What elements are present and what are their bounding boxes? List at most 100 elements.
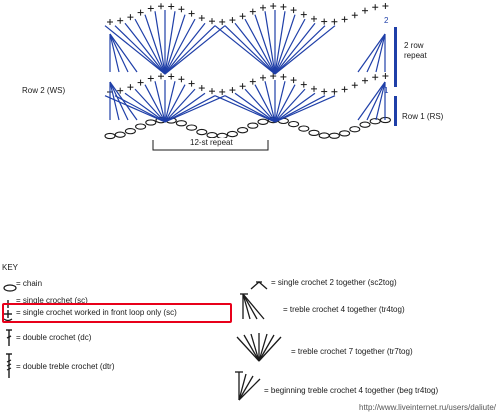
key-item-label: = double treble crochet (dtr) xyxy=(16,362,115,371)
treble-stitch xyxy=(254,84,276,123)
cluster-stitch xyxy=(366,33,386,73)
treble-stitch xyxy=(134,88,166,123)
chain-stitch xyxy=(124,128,136,135)
chain-stitch xyxy=(318,132,330,139)
cluster-stitch xyxy=(366,81,386,121)
cluster-stitch xyxy=(109,81,120,121)
cluster-stitch xyxy=(375,33,386,73)
beg-tr4tog-icon xyxy=(235,370,263,407)
chart-stitches xyxy=(104,3,391,140)
chain-stitch xyxy=(175,120,187,127)
chain-stitch xyxy=(196,128,208,136)
treble-stitch xyxy=(274,25,326,75)
underlined-plus-icon xyxy=(3,308,13,326)
key-item-label: = beginning treble crochet 4 together (b… xyxy=(264,386,439,395)
chain-stitch xyxy=(257,118,269,125)
row1-bar xyxy=(394,96,397,126)
key-item-label: = single crochet 2 together (sc2tog) xyxy=(271,278,397,287)
treble-stitch xyxy=(274,22,316,75)
treble-stitch xyxy=(124,22,166,75)
treble-stitch xyxy=(214,95,276,123)
treble-stitch xyxy=(124,92,166,123)
cluster-stitch xyxy=(357,81,386,121)
cluster-stitch xyxy=(109,33,120,73)
treble-stitch xyxy=(164,95,216,123)
treble-stitch xyxy=(264,11,276,75)
tr7tog-icon xyxy=(235,331,283,368)
chain-stitch xyxy=(104,132,116,140)
chain-stitch xyxy=(359,121,371,128)
treble-stitch xyxy=(144,84,166,123)
treble-stitch xyxy=(234,22,276,75)
treble-stitch xyxy=(164,18,196,75)
treble-stitch xyxy=(154,81,166,123)
treble-stitch xyxy=(114,25,166,75)
treble-stitch xyxy=(154,11,166,75)
treble-stitch xyxy=(214,25,276,75)
chain-stitch xyxy=(308,129,320,137)
treble-stitch xyxy=(164,81,176,123)
chain-stitch xyxy=(237,127,249,134)
chain-stitch xyxy=(298,125,310,132)
treble-stitch xyxy=(164,14,186,75)
double-crochet-icon xyxy=(5,329,13,352)
row-number-bottom: 1 xyxy=(384,86,389,95)
chain-stitch xyxy=(288,120,300,128)
chain-oval-icon xyxy=(3,279,17,297)
double-treble-icon xyxy=(5,353,13,384)
key-item-label: = treble crochet 7 together (tr7tog) xyxy=(291,347,413,356)
chain-stitch xyxy=(369,118,381,125)
key-item-label: = single crochet worked in front loop on… xyxy=(16,308,177,317)
treble-stitch xyxy=(264,81,276,123)
chain-stitch xyxy=(186,124,198,131)
chain-stitch xyxy=(226,130,238,138)
chain-stitch xyxy=(247,122,259,129)
treble-stitch xyxy=(274,11,286,75)
treble-stitch xyxy=(274,14,296,75)
key-item-label: = treble crochet 4 together (tr4tog) xyxy=(283,305,405,314)
treble-stitch xyxy=(164,11,176,75)
treble-stitch xyxy=(274,88,306,123)
row-repeat-bar xyxy=(394,27,397,87)
cluster-stitch xyxy=(375,81,386,121)
key-title: KEY xyxy=(2,263,19,272)
st-repeat-bracket xyxy=(152,140,269,151)
cluster-stitch xyxy=(109,33,138,73)
chain-stitch xyxy=(349,126,361,133)
treble-stitch xyxy=(274,95,326,123)
chain-stitch xyxy=(206,132,218,139)
chain-stitch xyxy=(114,131,126,138)
treble-stitch xyxy=(104,25,166,75)
treble-stitch xyxy=(104,95,166,123)
st-repeat-label: 12-st repeat xyxy=(188,138,235,147)
chain-stitch xyxy=(328,132,340,139)
key-item-label: = double crochet (dc) xyxy=(16,333,92,342)
treble-stitch xyxy=(274,84,296,123)
highlight-box xyxy=(2,303,232,323)
chain-stitch xyxy=(135,123,147,130)
row2-label: Row 2 (WS) xyxy=(22,86,66,95)
treble-stitch xyxy=(254,14,276,75)
crochet-chart xyxy=(104,3,397,151)
row-number-top: 2 xyxy=(384,16,389,25)
cluster-stitch xyxy=(109,33,129,73)
tr4tog-icon xyxy=(240,291,268,326)
key-item-label: = chain xyxy=(16,279,43,288)
treble-stitch xyxy=(164,92,206,123)
treble-stitch xyxy=(274,92,316,123)
key-item-label: = single crochet (sc) xyxy=(16,296,88,305)
treble-stitch xyxy=(164,95,226,123)
chain-stitch xyxy=(339,130,351,137)
cluster-stitch xyxy=(357,33,386,73)
treble-stitch xyxy=(274,18,306,75)
repeat-label-line2: repeat xyxy=(404,51,427,60)
treble-stitch xyxy=(134,18,166,75)
treble-stitch xyxy=(274,25,336,75)
treble-stitch xyxy=(164,25,226,75)
treble-stitch xyxy=(164,22,206,75)
treble-stitch xyxy=(274,95,336,123)
treble-stitch xyxy=(164,88,196,123)
cluster-stitch xyxy=(109,81,129,121)
repeat-label-line1: 2 row xyxy=(404,41,424,50)
treble-stitch xyxy=(164,84,186,123)
